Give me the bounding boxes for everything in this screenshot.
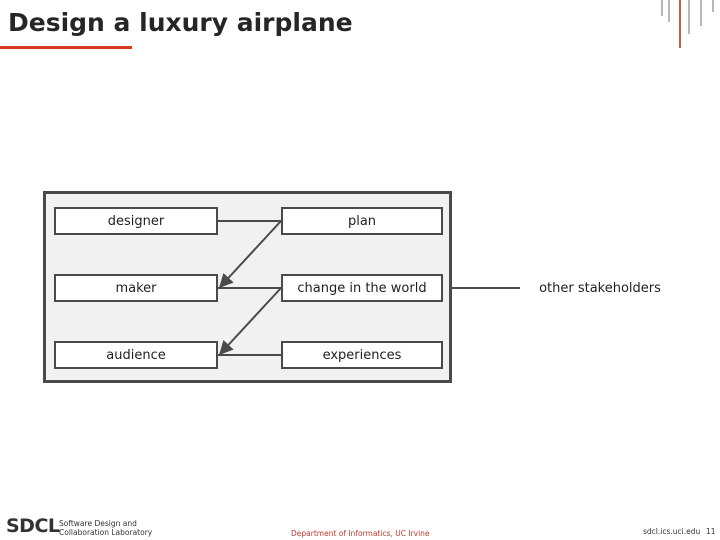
page-number: 11 bbox=[706, 527, 716, 536]
lab-name-line1: Software Design and bbox=[59, 519, 137, 528]
node-change-in-the-world: change in the world bbox=[281, 274, 443, 302]
site-url: sdcl.ics.uci.edu bbox=[643, 527, 701, 536]
node-maker: maker bbox=[54, 274, 218, 302]
node-plan-label: plan bbox=[347, 213, 377, 229]
node-designer: designer bbox=[54, 207, 218, 235]
node-plan: plan bbox=[281, 207, 443, 235]
node-other-stakeholders: other stakeholders bbox=[520, 274, 680, 302]
sdcl-logo: SDCL bbox=[6, 515, 60, 537]
node-maker-label: maker bbox=[115, 280, 157, 296]
decorative-line bbox=[700, 0, 702, 26]
node-other-stakeholders-label: other stakeholders bbox=[539, 280, 661, 296]
decorative-line bbox=[712, 0, 714, 12]
node-designer-label: designer bbox=[107, 213, 165, 229]
decorative-line bbox=[668, 0, 670, 22]
node-change-label: change in the world bbox=[297, 280, 427, 296]
title-underline bbox=[0, 46, 132, 49]
node-experiences: experiences bbox=[281, 341, 443, 369]
node-audience-label: audience bbox=[106, 347, 166, 363]
lab-name: Software Design and Collaboration Labora… bbox=[59, 519, 152, 537]
department-label: Department of Informatics, UC Irvine bbox=[291, 529, 430, 538]
node-audience: audience bbox=[54, 341, 218, 369]
lab-name-line2: Collaboration Laboratory bbox=[59, 528, 153, 537]
decorative-line bbox=[679, 0, 681, 48]
decorative-line bbox=[661, 0, 663, 16]
node-experiences-label: experiences bbox=[322, 347, 402, 363]
slide-title: Design a luxury airplane bbox=[8, 8, 353, 37]
decorative-line bbox=[688, 0, 690, 34]
